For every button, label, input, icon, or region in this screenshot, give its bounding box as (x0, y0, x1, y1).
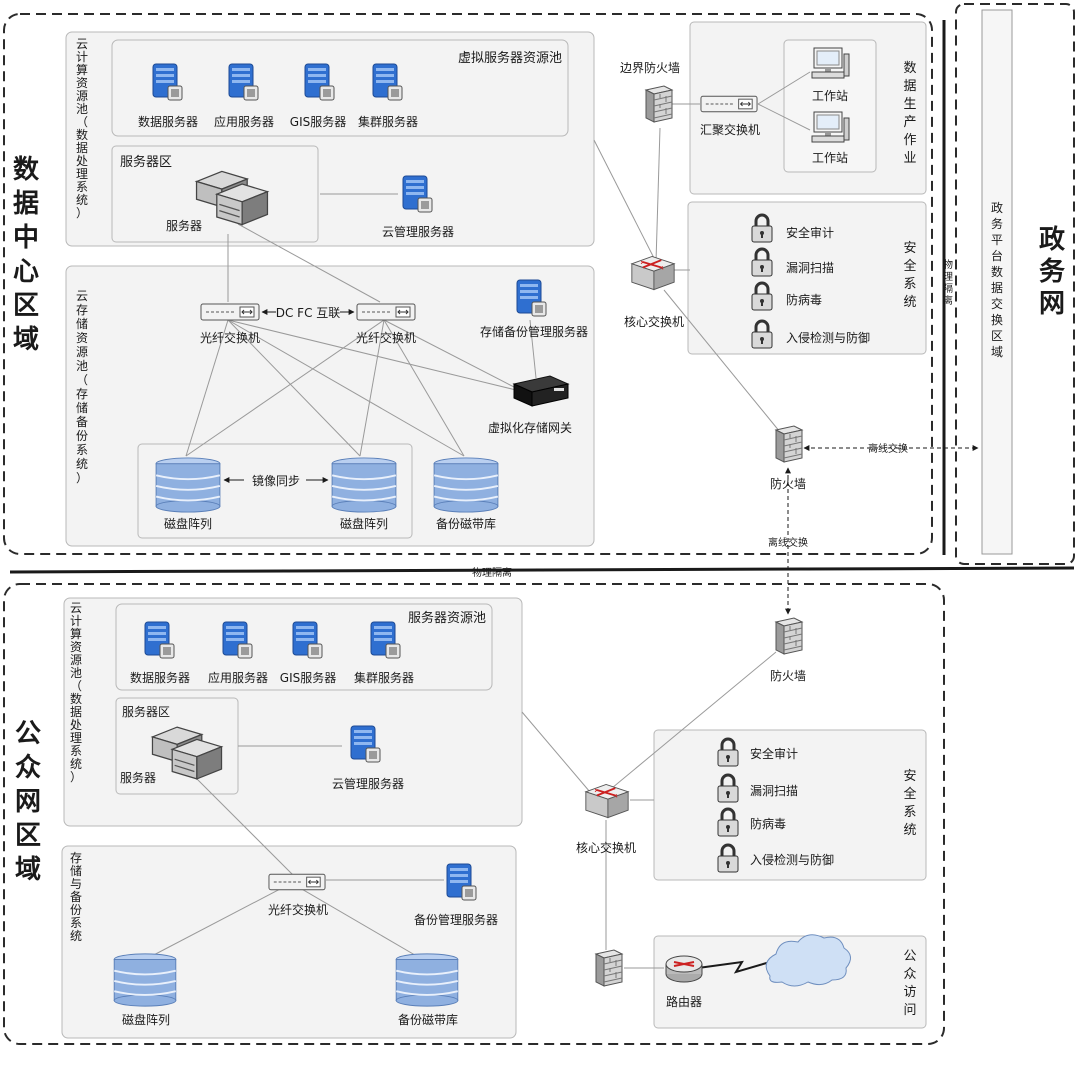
pub-server-label-3: 集群服务器 (354, 670, 414, 685)
data-center-region-border (3, 13, 933, 555)
dc-offline-exchange-down: 离线交换 (768, 536, 808, 549)
pub-server-label-1: 应用服务器 (208, 670, 268, 685)
dc-security-title: 安全系统 (903, 241, 916, 310)
dc-core-switch-label: 核心交换机 (624, 314, 684, 329)
dc-server-label: 服务器 (166, 218, 202, 233)
pub-fc-switch-label: 光纤交换机 (268, 902, 328, 917)
horizontal-isolation-label: 物理隔离 (472, 566, 512, 579)
pub-fc-switch-icon (268, 873, 326, 891)
dc-border-firewall-label: 边界防火墙 (620, 60, 680, 75)
dc-storage-pool-side: 云存储资源池（存储备份系统） (76, 289, 88, 485)
pub-server-label-2: GIS服务器 (280, 670, 336, 685)
pub-core-switch-icon (584, 783, 630, 819)
pub-pool-title: 服务器资源池 (408, 610, 486, 626)
gov-exchange-title: 政务平台数据交换区域 (991, 201, 1003, 359)
wan-lightning-link (697, 960, 771, 974)
dc-disk-array-2-icon (331, 456, 397, 514)
pub-firewall-label: 防火墙 (770, 668, 806, 683)
dc-workstation-2-label: 工作站 (812, 151, 848, 165)
dc-tape-library-label: 备份磁带库 (436, 516, 496, 531)
pub-firewall-icon (775, 617, 803, 655)
pub-disk-array-icon (113, 952, 177, 1008)
dc-server-label-0: 数据服务器 (138, 114, 198, 129)
dc-workstation-1-label: 工作站 (812, 89, 848, 103)
pub-tape-library-label: 备份磁带库 (398, 1012, 458, 1027)
vertical-isolation-label: 物理隔离 (943, 258, 953, 307)
pub-disk-array-label: 磁盘阵列 (122, 1012, 170, 1027)
pub-security-item-1: 漏洞扫描 (750, 784, 798, 798)
pub-security-panel (653, 729, 927, 881)
data-center-title: 数据中心区域 (13, 155, 40, 355)
pub-tape-library-icon (395, 952, 459, 1008)
dc-server-label-2: GIS服务器 (290, 114, 346, 129)
dc-security-item-1: 漏洞扫描 (786, 261, 834, 275)
internet-cloud-icon (765, 934, 851, 987)
dc-security-item-2: 防病毒 (786, 292, 822, 307)
dc-security-panel (687, 201, 927, 355)
pub-access-firewall-icon (595, 949, 623, 987)
pub-server-label: 服务器 (120, 770, 156, 785)
dc-tape-library-icon (433, 456, 499, 514)
dc-server-label-3: 集群服务器 (358, 114, 418, 129)
dc-backup-mgmt-label: 存储备份管理服务器 (480, 324, 588, 339)
pub-backup-mgmt-label: 备份管理服务器 (414, 912, 498, 927)
dc-security-item-3: 入侵检测与防御 (786, 330, 870, 345)
pub-server-label-0: 数据服务器 (130, 670, 190, 685)
dc-server-zone-title: 服务器区 (120, 154, 172, 170)
dc-production-title: 数据生产作业 (903, 61, 916, 166)
pub-storage-side: 存储与备份系统 (70, 851, 82, 943)
dc-disk-array-1-label: 磁盘阵列 (164, 516, 212, 531)
dc-virtual-pool-title: 虚拟服务器资源池 (458, 50, 562, 66)
dc-firewall-label: 防火墙 (770, 476, 806, 491)
pub-router-label: 路由器 (666, 994, 702, 1009)
dc-offline-exchange-right: 离线交换 (868, 442, 908, 455)
pub-security-item-3: 入侵检测与防御 (750, 852, 834, 867)
dc-security-item-0: 安全审计 (786, 225, 834, 240)
pub-security-title: 安全系统 (903, 769, 916, 838)
dc-fc-switch-right-icon (356, 303, 416, 321)
pub-compute-pool-side: 云计算资源池（数据处理系统） (70, 601, 82, 784)
dc-virtual-pool-panel (111, 39, 569, 137)
gov-network-region-border (955, 3, 1075, 565)
dc-core-switch-icon (630, 255, 676, 291)
dc-compute-pool-side: 云计算资源池（数据处理系统） (76, 37, 88, 220)
pub-security-item-0: 安全审计 (750, 746, 798, 761)
dc-aggregation-switch-icon (700, 95, 758, 113)
dc-workstation-panel (783, 39, 877, 173)
dc-cloud-mgmt-label: 云管理服务器 (382, 224, 454, 239)
public-network-region-border (3, 583, 945, 1045)
dc-server-label-1: 应用服务器 (214, 114, 274, 129)
dc-firewall-icon (775, 425, 803, 463)
dc-disk-array-1-icon (155, 456, 221, 514)
pub-access-title: 公众访问 (903, 949, 916, 1018)
dc-fc-link-label: DC FC 互联 (276, 306, 341, 320)
gov-network-title: 政务网 (1039, 224, 1065, 319)
dc-border-firewall-icon (645, 85, 673, 123)
dc-fc-switch-left-icon (200, 303, 260, 321)
dc-disk-array-2-label: 磁盘阵列 (340, 516, 388, 531)
pub-core-switch-label: 核心交换机 (576, 840, 636, 855)
gov-exchange-box (981, 9, 1013, 555)
pub-cloud-mgmt-label: 云管理服务器 (332, 776, 404, 791)
dc-mirror-sync-label: 镜像同步 (252, 473, 300, 488)
dc-fc-switch-left-label: 光纤交换机 (200, 330, 260, 345)
pub-server-zone-title: 服务器区 (122, 704, 170, 719)
dc-storage-gateway-label: 虚拟化存储网关 (488, 420, 572, 435)
public-network-title: 公众网区域 (15, 719, 41, 885)
dc-aggregation-switch-label: 汇聚交换机 (700, 122, 760, 137)
horizontal-isolation-line (9, 566, 1075, 574)
dc-fc-switch-right-label: 光纤交换机 (356, 330, 416, 345)
connection-lines (147, 71, 811, 969)
pub-security-item-2: 防病毒 (750, 816, 786, 831)
pub-router-icon (665, 955, 703, 983)
